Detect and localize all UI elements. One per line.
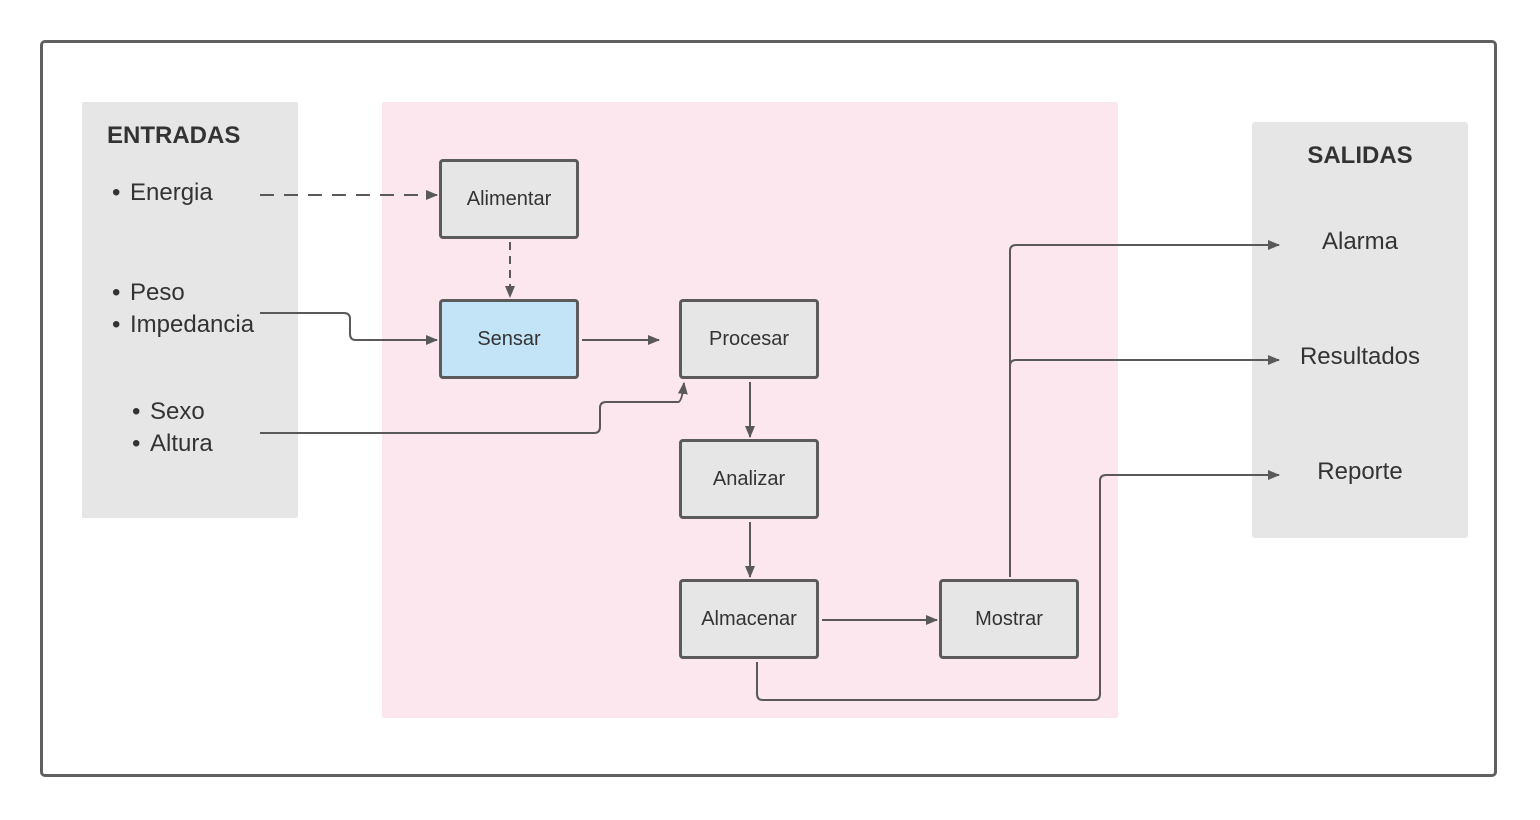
input-impedancia: • Impedancia — [112, 309, 254, 341]
node-sensar[interactable]: Sensar — [439, 299, 579, 379]
input-label: Sexo — [150, 398, 205, 425]
bullet-glyph: • — [112, 311, 121, 338]
bullet-glyph: • — [132, 430, 141, 457]
inputs-panel — [82, 102, 298, 518]
output-resultados: Resultados — [1299, 343, 1421, 370]
node-procesar[interactable]: Procesar — [679, 299, 819, 379]
input-peso: • Peso — [112, 277, 185, 309]
input-label: Impedancia — [130, 311, 255, 338]
bullet-glyph: • — [112, 279, 121, 306]
outputs-title: SALIDAS — [1307, 142, 1413, 169]
outputs-panel — [1252, 122, 1468, 538]
node-alimentar[interactable]: Alimentar — [439, 159, 579, 239]
input-energia: • Energia — [112, 177, 213, 209]
output-alarma: Alarma — [1321, 228, 1399, 255]
node-almacenar[interactable]: Almacenar — [679, 579, 819, 659]
input-altura: • Altura — [132, 428, 213, 460]
input-sexo: • Sexo — [132, 396, 205, 428]
input-label: Peso — [130, 279, 185, 306]
output-reporte: Reporte — [1317, 458, 1403, 485]
inputs-title: ENTRADAS — [107, 122, 241, 149]
node-analizar[interactable]: Analizar — [679, 439, 819, 519]
input-label: Altura — [150, 430, 213, 457]
input-label: Energia — [130, 179, 213, 206]
node-mostrar[interactable]: Mostrar — [939, 579, 1079, 659]
bullet-glyph: • — [132, 398, 141, 425]
bullet-glyph: • — [112, 179, 121, 206]
